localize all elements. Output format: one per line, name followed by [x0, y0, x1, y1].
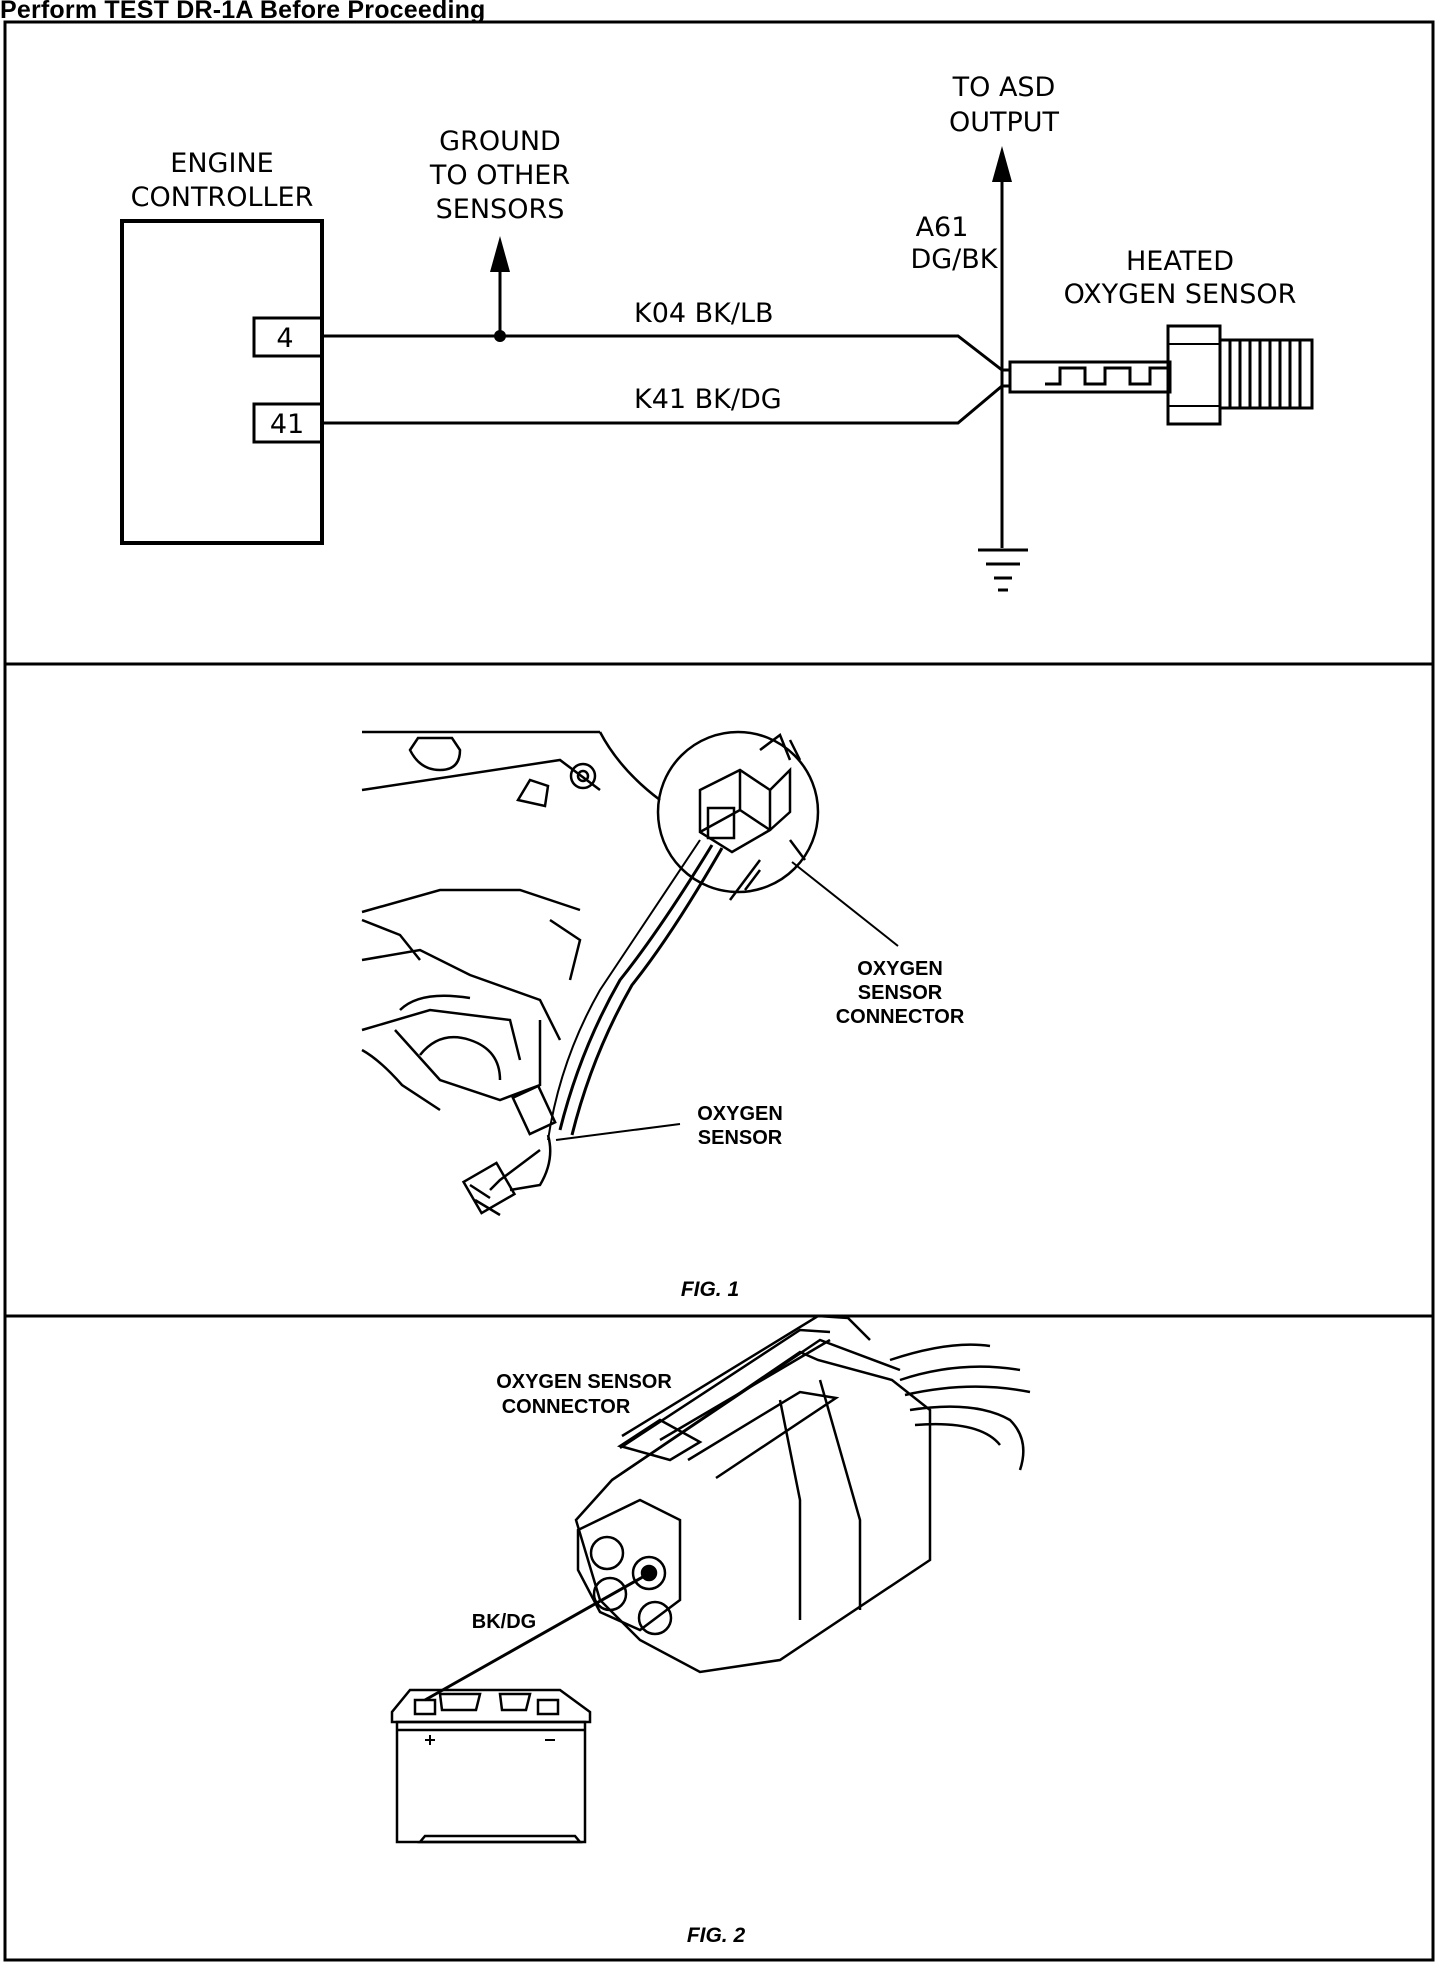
engine-controller-box [120, 219, 324, 545]
wire-k04 [322, 334, 1010, 372]
asd-label-2: OUTPUT [949, 107, 1060, 138]
fig1-sensor-label-1: OXYGEN [697, 1103, 783, 1125]
wire-k41 [322, 384, 1010, 425]
sensor-label-2: OXYGEN SENSOR [1064, 279, 1297, 310]
fig2-connector-label-2: CONNECTOR [502, 1396, 631, 1418]
ground-label-2: TO OTHER [429, 160, 570, 191]
fig2-wire-label: BK/DG [472, 1611, 536, 1633]
ground-label-1: GROUND [439, 126, 561, 157]
fig1-caption: FIG. 1 [681, 1278, 739, 1301]
fig1-magnifier-circle [656, 730, 820, 894]
panel-frames [3, 20, 1435, 1962]
fig1-connector-label-3: CONNECTOR [836, 1006, 965, 1028]
fig1-connector-leader [791, 861, 899, 947]
fig1-connector-label-1: OXYGEN [857, 958, 943, 980]
fig1-illustration [361, 730, 899, 1217]
fig1-sensor-label-2: SENSOR [698, 1127, 783, 1149]
a61-label-2: DG/BK [910, 244, 998, 275]
pin-41-label: 41 [270, 409, 304, 440]
fig2-caption: FIG. 2 [687, 1924, 746, 1947]
fig2-connector-label-1: OXYGEN SENSOR [496, 1371, 672, 1393]
engine-controller-label-2: CONTROLLER [131, 182, 314, 213]
a61-label-1: A61 [916, 212, 969, 243]
fig1-connector-label-2: SENSOR [858, 982, 943, 1004]
outer-frame [3, 20, 1435, 1962]
pin-4-label: 4 [276, 323, 293, 354]
chassis-ground-symbol [978, 548, 1028, 592]
wire-k04-label: K04 BK/LB [634, 298, 774, 329]
engine-controller-label-1: ENGINE [170, 148, 273, 179]
fig1-sensor-leader [555, 1123, 681, 1141]
fig2-illustration [390, 1314, 1031, 1844]
heated-oxygen-sensor [1008, 324, 1314, 426]
ground-arrow [490, 236, 510, 272]
wire-k41-label: K41 BK/DG [634, 384, 782, 415]
asd-arrow [992, 146, 1012, 182]
sensor-label-1: HEATED [1126, 246, 1234, 277]
page-header: Perform TEST DR-1A Before Proceeding [0, 0, 486, 24]
wiring-schematic: ENGINE CONTROLLER 4 41 K04 BK/LB K41 BK/… [120, 72, 1314, 592]
fig2-battery [390, 1688, 592, 1844]
fig2-test-wire [424, 1572, 649, 1702]
ground-label-3: SENSORS [436, 194, 565, 225]
asd-label-1: TO ASD [952, 72, 1056, 103]
